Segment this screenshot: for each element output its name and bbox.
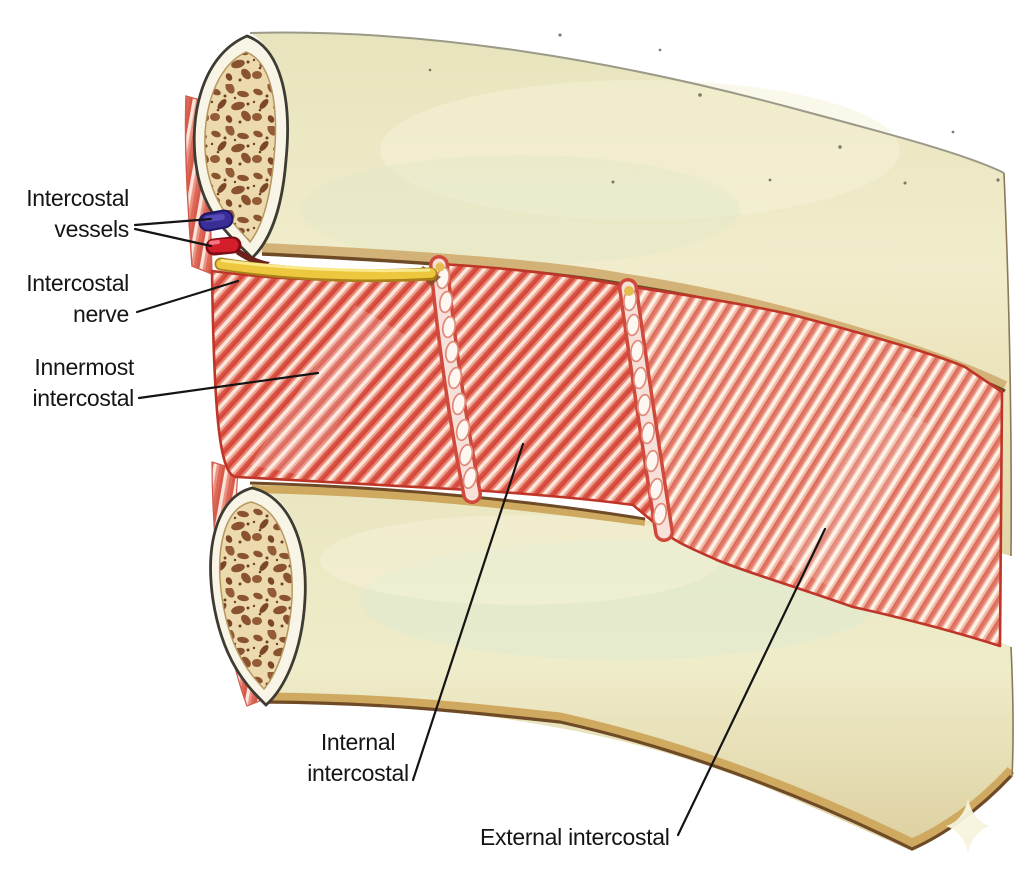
upper-rib-speckles xyxy=(428,33,1000,185)
label-innermost-intercostal: Innermost intercostal xyxy=(0,352,134,414)
label-intercostal-nerve: Intercostal nerve xyxy=(0,268,129,330)
upper-rib-sheen xyxy=(380,80,900,220)
lower-rib-sheen xyxy=(320,515,720,605)
artery-highlight xyxy=(209,240,220,245)
lower-cut-spongy-bone xyxy=(219,501,293,691)
label-line: nerve xyxy=(72,301,129,327)
leader-innermost xyxy=(137,371,320,400)
innermost-highlight xyxy=(250,305,405,475)
leader-lines xyxy=(133,217,827,837)
label-intercostal-vessels: Intercostal vessels xyxy=(0,183,129,245)
lower-rib-top-band xyxy=(251,485,646,526)
label-line: Internal xyxy=(320,729,396,755)
upper-rib-top-edge xyxy=(249,31,1005,174)
nerve-body xyxy=(216,259,436,280)
label-line: Intercostal xyxy=(26,270,129,296)
upper-cut-spongy-bone xyxy=(204,51,277,244)
upper-rib-tint xyxy=(300,155,740,265)
intercostal-nerve xyxy=(214,257,441,286)
label-line: intercostal xyxy=(32,385,134,411)
leader-external xyxy=(676,527,827,837)
seam1-beads xyxy=(435,266,478,490)
label-line: Intercostal xyxy=(26,185,129,211)
upper-rib-cut-end xyxy=(192,34,289,268)
lower-rib-bottom-edge xyxy=(265,700,1013,851)
label-line: vessels xyxy=(54,216,129,242)
seam2-top-node xyxy=(624,286,634,296)
external-highlight xyxy=(780,400,930,588)
seam2-beads xyxy=(623,288,668,526)
lower-rib-cut-end xyxy=(209,486,307,707)
upper-cut-shadow xyxy=(236,248,270,268)
leader-vessels-artery xyxy=(133,227,213,248)
label-line: External intercostal xyxy=(480,824,670,850)
label-external-intercostal: External intercostal xyxy=(480,822,740,853)
sparkle-icon xyxy=(946,799,990,853)
fascia-seam-1 xyxy=(429,255,482,504)
label-internal-intercostal: Internal intercostal xyxy=(258,727,458,789)
upper-rib-right-edge xyxy=(1003,172,1012,557)
nerve-highlight xyxy=(220,259,431,273)
seam1-top-node xyxy=(435,262,445,272)
fascia-seam-2 xyxy=(618,278,674,542)
lower-rib-right-edge xyxy=(1010,646,1014,778)
leader-nerve xyxy=(135,279,240,314)
artery-body xyxy=(207,238,239,253)
leader-internal xyxy=(411,442,525,782)
label-line: Innermost xyxy=(34,354,134,380)
lower-rib-bottom-band xyxy=(265,692,1015,848)
intercostal-muscles xyxy=(210,262,1004,648)
leader-vessels-vein xyxy=(133,217,213,227)
intercostal-artery xyxy=(205,236,242,256)
label-line: intercostal xyxy=(307,760,409,786)
